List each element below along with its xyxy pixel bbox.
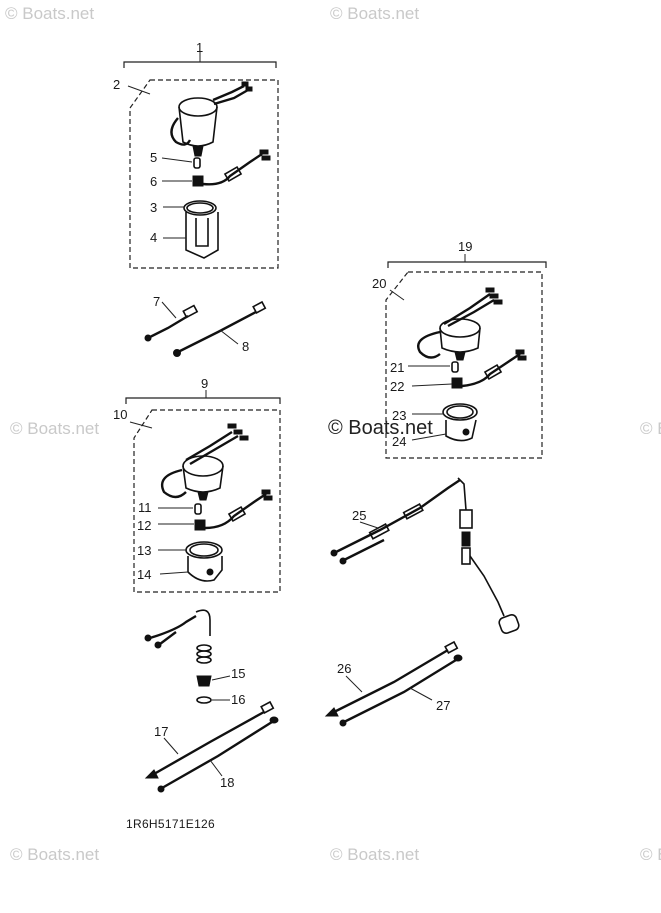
brace-19 [387, 261, 547, 268]
callout-13: 13 [137, 543, 151, 558]
callout-2: 2 [113, 77, 120, 92]
callout-23: 23 [392, 408, 406, 423]
callout-5: 5 [150, 150, 157, 165]
watermark-bottom-left: © Boats.net [10, 845, 99, 864]
callout-6: 6 [150, 174, 157, 189]
part-14-bracket[interactable] [187, 556, 223, 582]
callout-27: 27 [436, 698, 450, 713]
callout-17: 17 [154, 724, 168, 739]
callout-16: 16 [231, 692, 245, 707]
part-27-wire[interactable] [339, 654, 463, 727]
part-4-bracket[interactable] [185, 212, 219, 259]
callout-11: 11 [138, 500, 152, 515]
dashed-box-1 [129, 79, 279, 269]
part-5-bulb[interactable] [193, 157, 201, 169]
callout-21: 21 [390, 360, 404, 375]
assembly-group-19 [385, 254, 547, 459]
brace-1 [123, 61, 277, 68]
watermarks: © Boats.net © Boats.net © Boats.net © Bo… [5, 4, 661, 864]
leader-10 [129, 421, 153, 429]
diagram-code: 1R6H5171E126 [126, 817, 215, 831]
callout-1: 1 [196, 40, 203, 55]
callout-25: 25 [352, 508, 366, 523]
watermark-top-left: © Boats.net [5, 4, 94, 23]
part-18-wire[interactable] [157, 716, 279, 793]
part-24-bracket[interactable] [445, 419, 477, 442]
callout-20: 20 [372, 276, 386, 291]
callout-26: 26 [337, 661, 351, 676]
leader-22 [411, 383, 453, 387]
callout-12: 12 [137, 518, 151, 533]
callout-14: 14 [137, 567, 151, 582]
dashed-box-9 [133, 409, 281, 593]
gauge-part-2[interactable] [170, 81, 253, 157]
watermark-mid-center: © Boats.net [328, 417, 433, 439]
leader-14 [159, 571, 189, 575]
part-13-ring[interactable] [185, 541, 223, 559]
part-7-wire[interactable] [144, 304, 199, 342]
part-6-socket[interactable] [192, 149, 271, 187]
part-16-washer[interactable] [196, 696, 212, 704]
part-3-ring[interactable] [183, 200, 217, 216]
leader-27 [409, 687, 433, 701]
leader-17 [163, 737, 179, 755]
watermark-bottom-center: © Boats.net [330, 845, 419, 864]
gauge-part-20[interactable] [417, 287, 503, 361]
brace-9 [125, 397, 281, 404]
callout-labels: 1 2 5 6 3 4 7 8 9 10 11 12 13 14 15 16 1… [113, 40, 472, 790]
leader-15 [211, 675, 231, 681]
watermark-bottom-right: © Boats.net [640, 845, 661, 864]
watermark-top-center: © Boats.net [330, 4, 419, 23]
callout-18: 18 [220, 775, 234, 790]
part-11-bulb[interactable] [194, 503, 202, 515]
watermark-mid-left: © Boats.net [10, 419, 99, 438]
part-17-wire[interactable] [144, 700, 275, 779]
leader-20 [389, 289, 405, 301]
assembly-group-1 [123, 52, 279, 269]
watermark-mid-right: © Boats.net [640, 419, 661, 438]
callout-9: 9 [201, 376, 208, 391]
leader-7 [161, 301, 177, 319]
part-21-bulb[interactable] [451, 361, 459, 373]
leader-25 [359, 521, 379, 529]
part-23-ring[interactable] [442, 403, 478, 421]
callout-22: 22 [390, 379, 404, 394]
assembly-group-9 [125, 390, 281, 593]
callout-19: 19 [458, 239, 472, 254]
callout-4: 4 [150, 230, 157, 245]
callout-10: 10 [113, 407, 127, 422]
callout-8: 8 [242, 339, 249, 354]
callout-15: 15 [231, 666, 245, 681]
callout-24: 24 [392, 434, 406, 449]
gauge-part-10[interactable] [160, 423, 249, 501]
leader-5 [161, 157, 193, 163]
leader-18 [209, 759, 223, 777]
leader-2 [127, 85, 151, 95]
part-25-harness[interactable] [330, 477, 520, 635]
part-12-socket[interactable] [194, 489, 273, 531]
callout-3: 3 [150, 200, 157, 215]
callout-7: 7 [153, 294, 160, 309]
leader-8 [219, 329, 239, 345]
leader-24 [411, 433, 447, 441]
part-8-wire[interactable] [173, 300, 267, 357]
part-22-socket[interactable] [451, 349, 527, 389]
leader-26 [345, 675, 363, 693]
part-15-sender[interactable] [144, 609, 212, 687]
part-26-wire[interactable] [324, 640, 459, 717]
